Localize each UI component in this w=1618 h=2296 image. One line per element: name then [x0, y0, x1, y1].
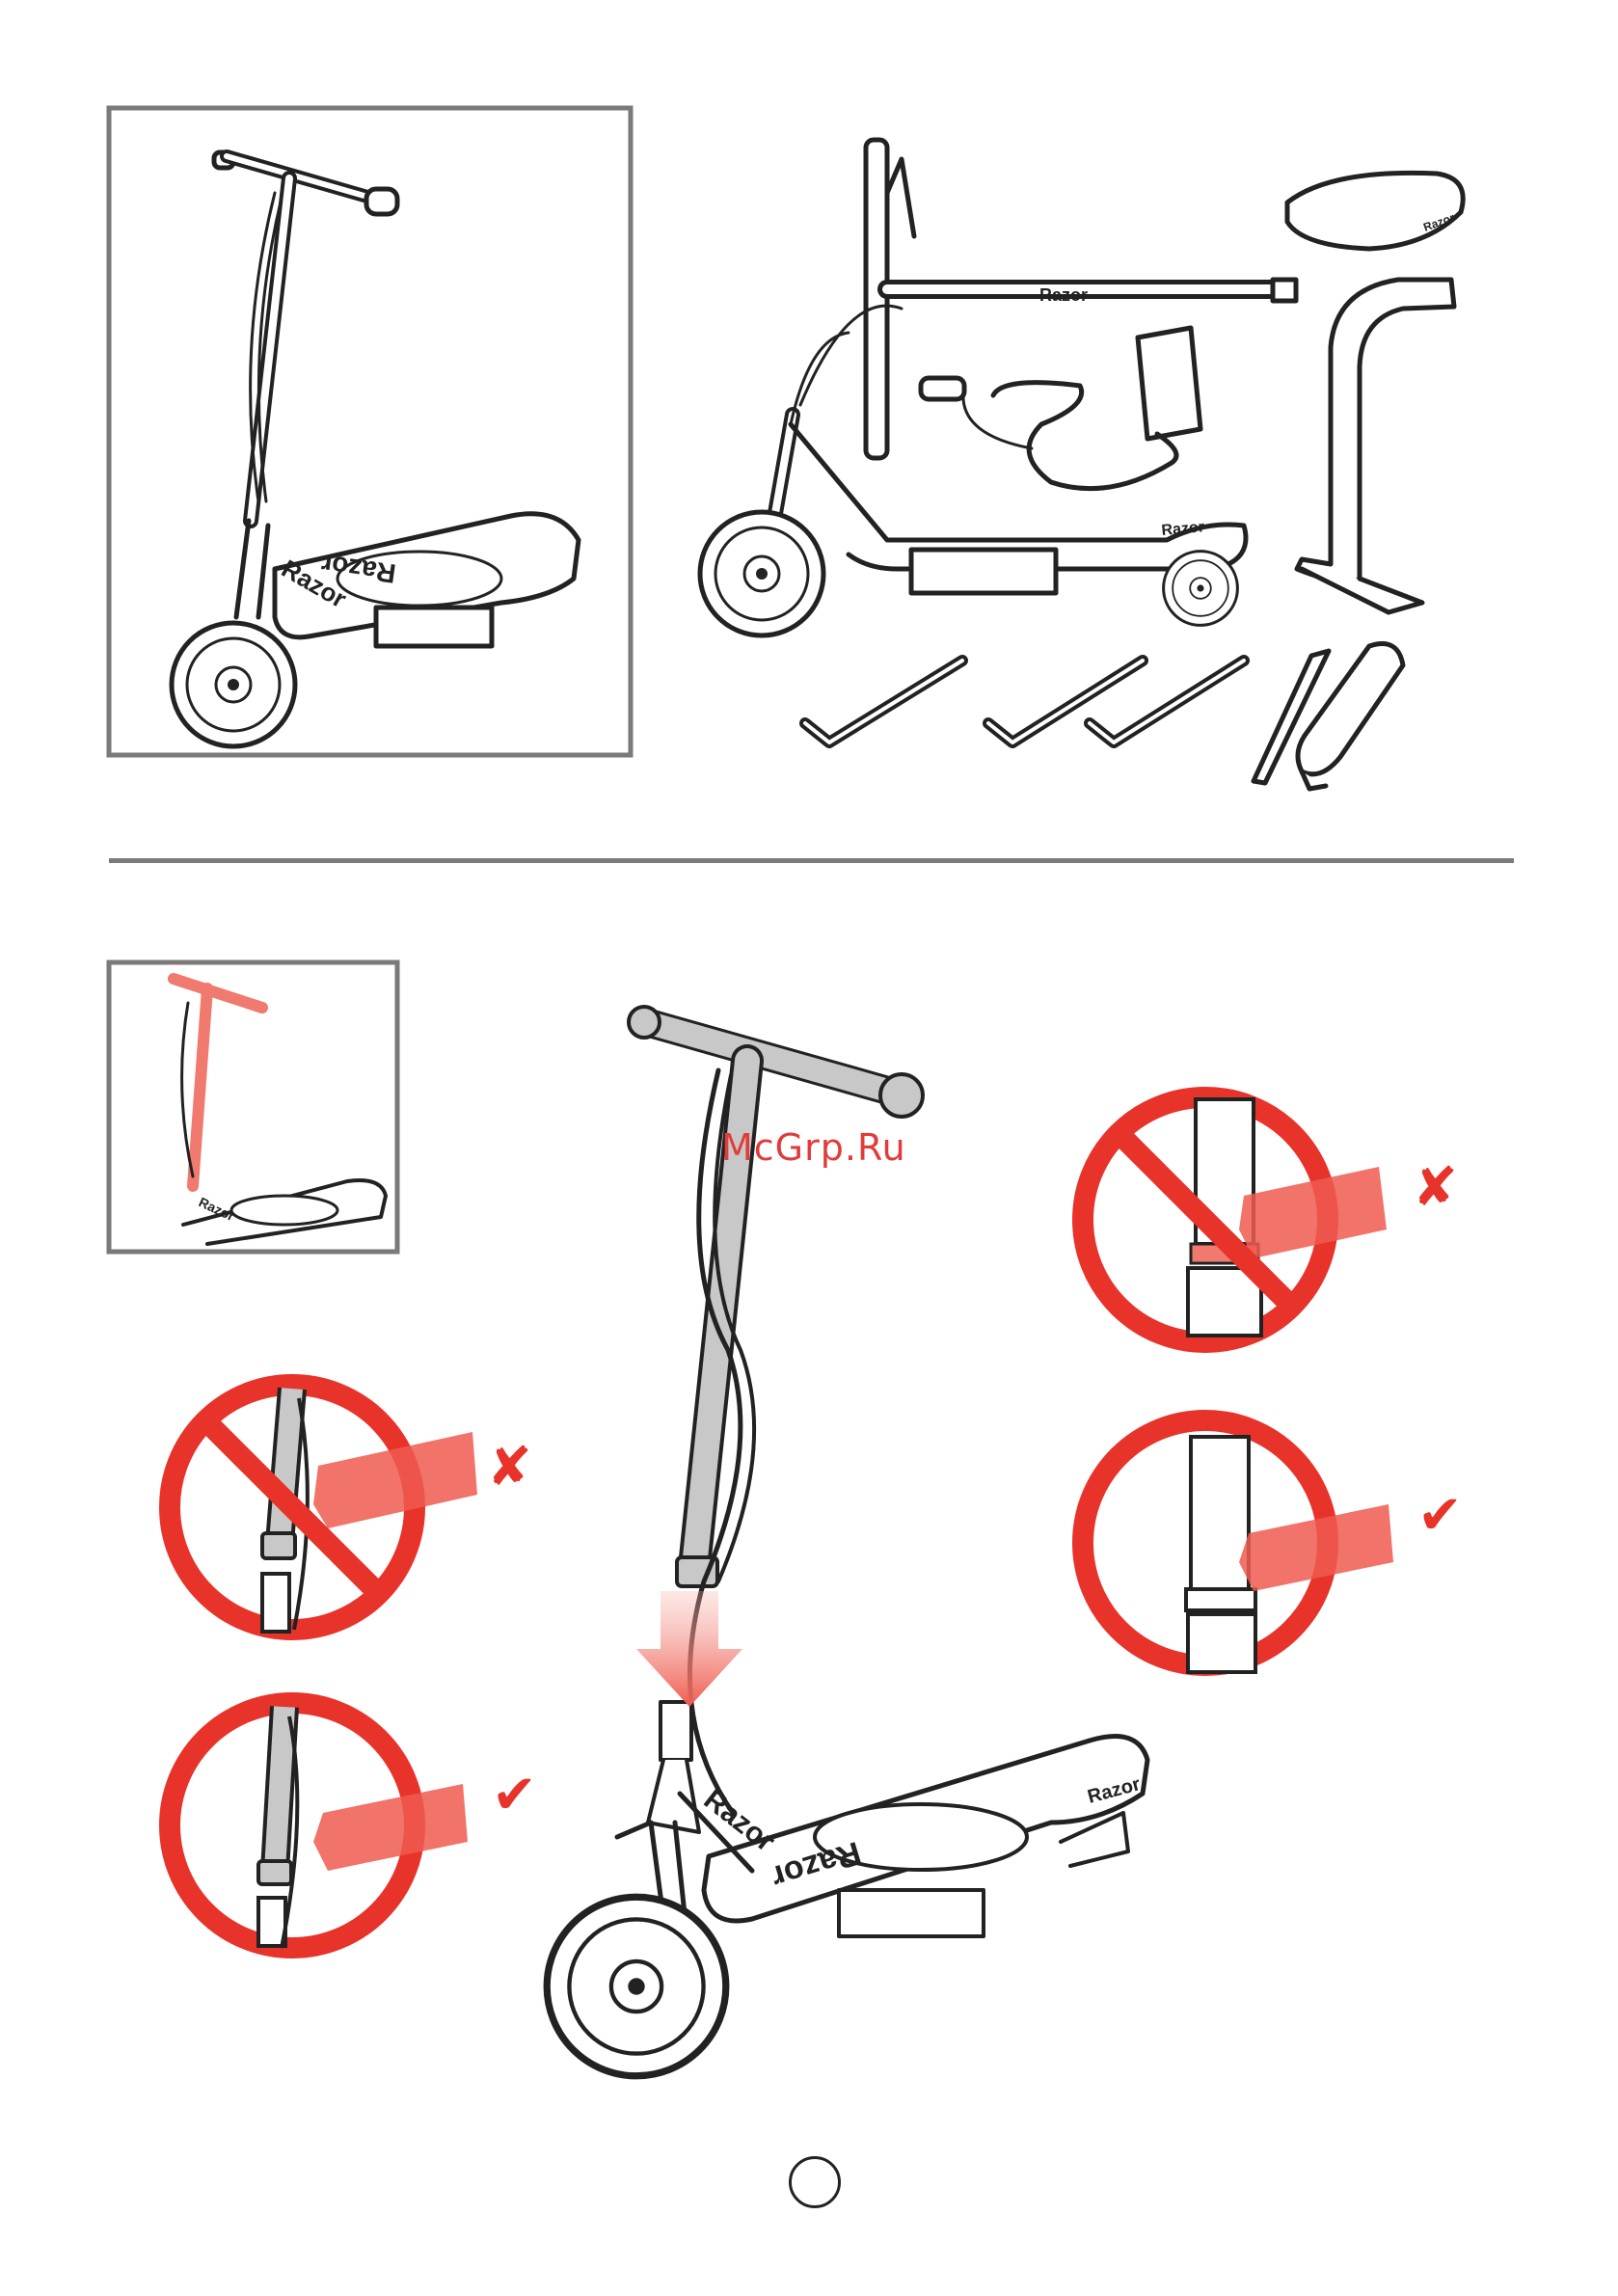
insert-arrow: [636, 1591, 742, 1707]
tube-brand-label: Razor: [1039, 285, 1088, 305]
tools: [805, 644, 1403, 790]
parts-rear-wheel: [1164, 552, 1238, 626]
wrong-mark: ✘: [487, 1436, 532, 1499]
charger: [921, 328, 1200, 489]
right-mark: ✔: [492, 1764, 537, 1826]
parts-front-wheel: [700, 512, 823, 635]
parts-contents: [771, 140, 1463, 612]
main-front-wheel: [547, 1897, 726, 2076]
hex-key-1: [805, 661, 962, 743]
watermark: McGrp.Ru: [721, 1126, 906, 1169]
left-correct-example: ✔: [170, 1703, 537, 1948]
base-deck-brand-label: Razor: [1161, 519, 1205, 539]
page-number-circle: [789, 2156, 841, 2208]
step-thumbnail: Razor: [109, 962, 397, 1252]
section-divider: [109, 858, 1514, 863]
seat: [1287, 173, 1463, 249]
right-mark-right: ✔: [1417, 1484, 1463, 1547]
hex-key-2: [988, 661, 1143, 743]
assembled-scooter-panel: Razor Razor: [109, 108, 631, 755]
seat-post: [1297, 280, 1454, 612]
right-correct-example: ✔: [1083, 1420, 1463, 1672]
left-wrong-example: ✘: [170, 1385, 532, 1632]
wrong-mark-right: ✘: [1413, 1156, 1458, 1219]
front-wheel: [172, 623, 295, 746]
right-wrong-example: ✘: [1083, 1097, 1458, 1342]
